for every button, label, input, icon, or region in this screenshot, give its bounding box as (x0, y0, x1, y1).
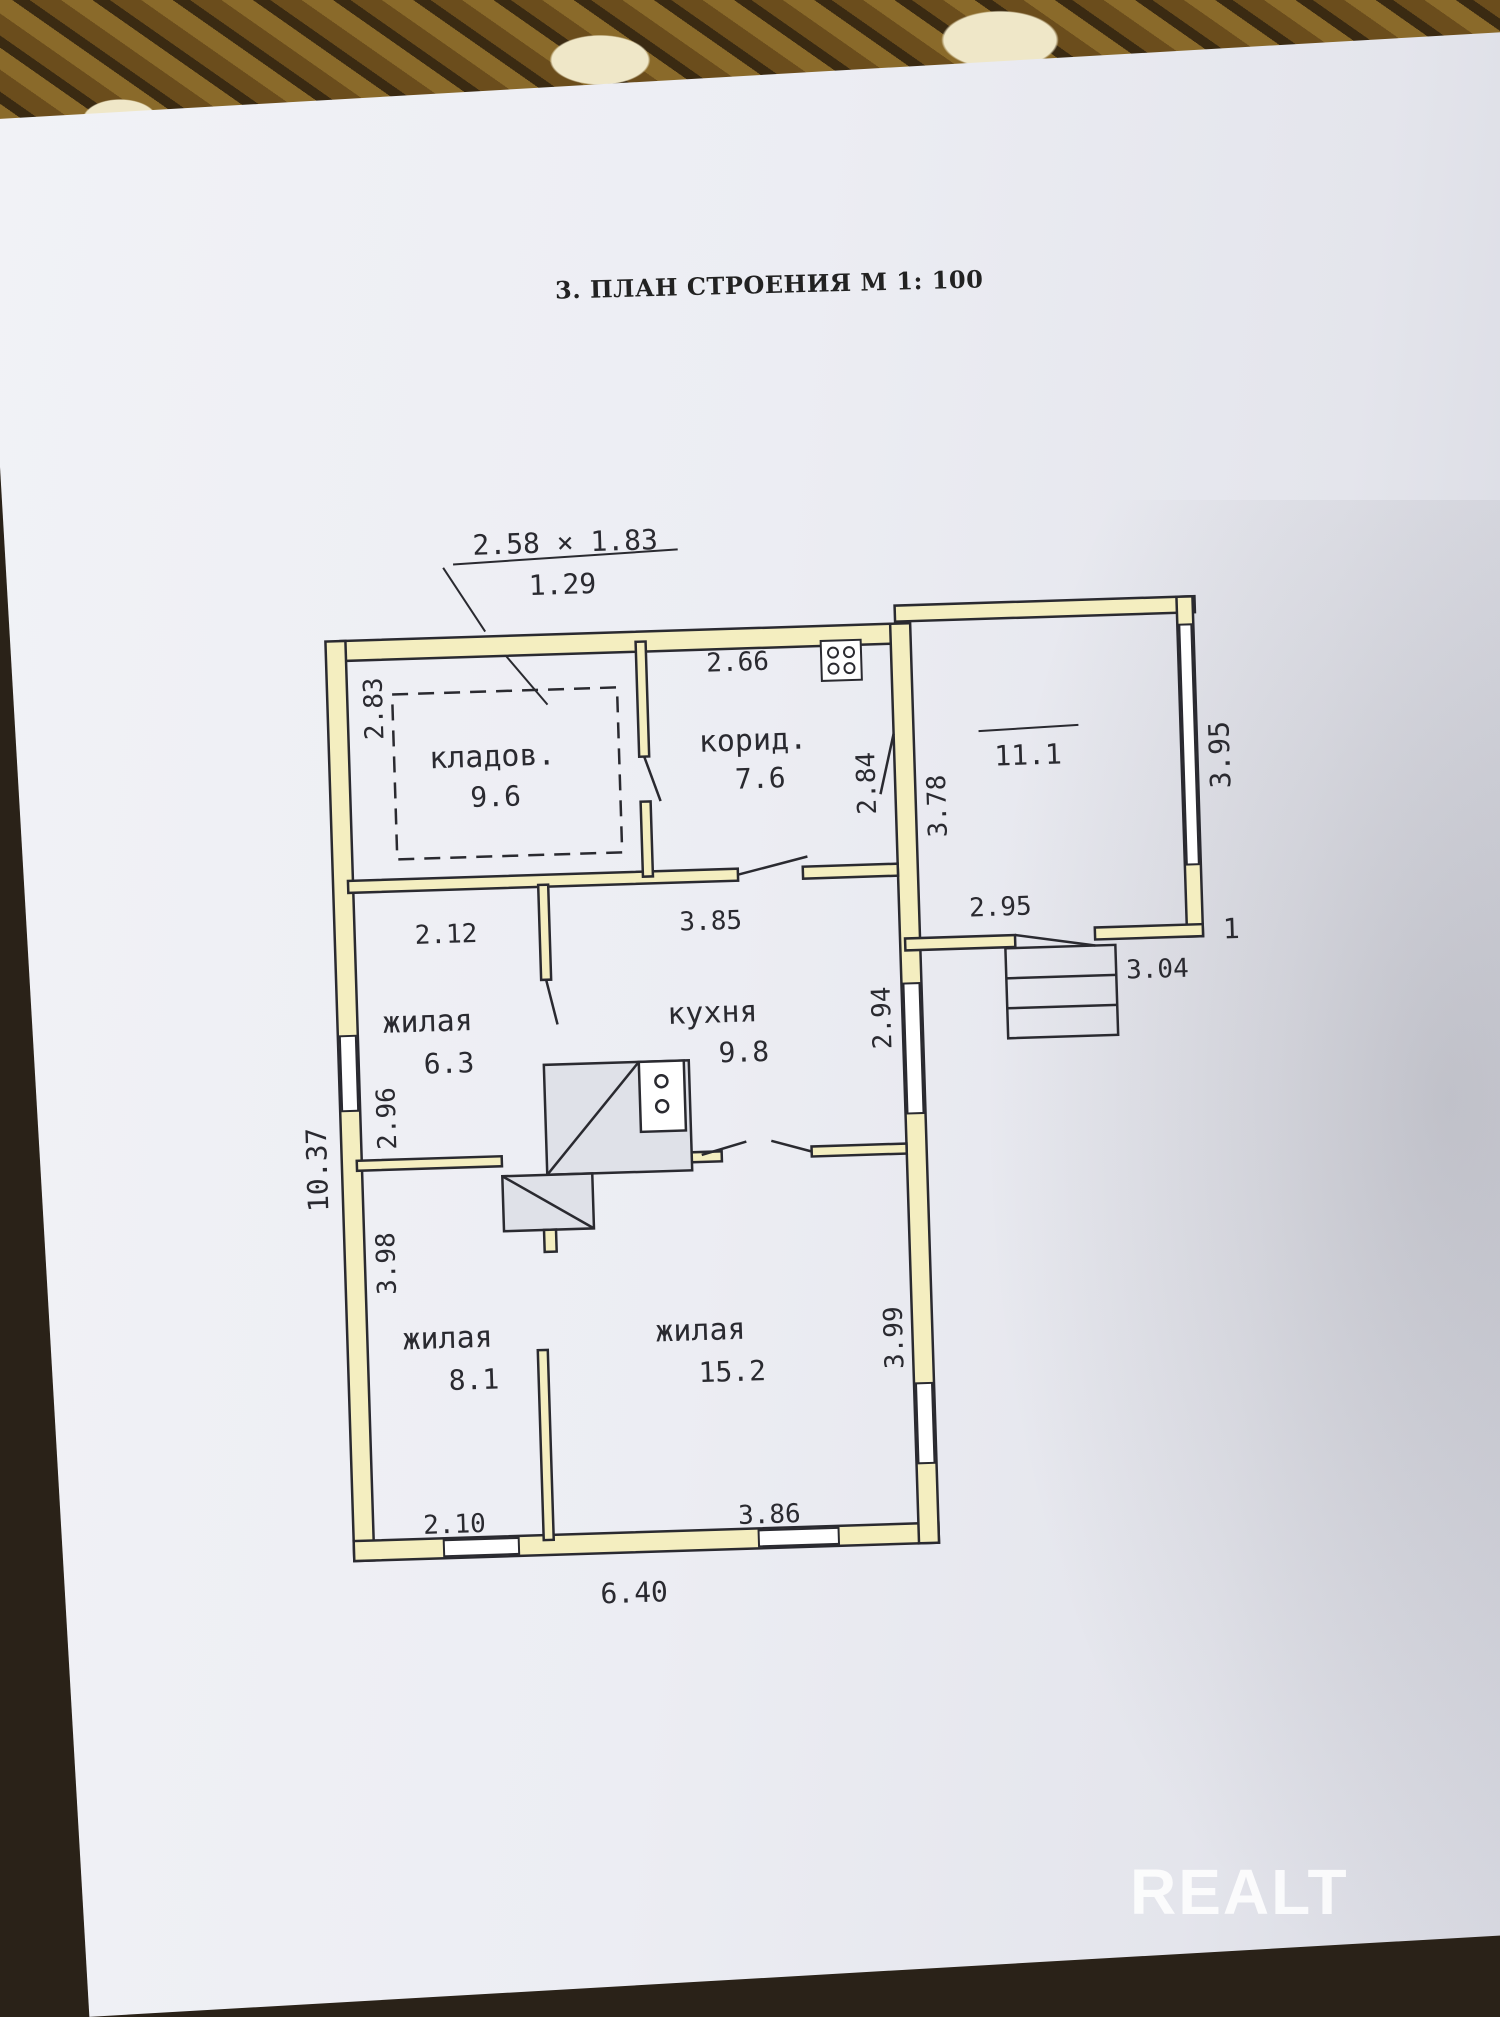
stove-diagonal (546, 1061, 640, 1176)
dim-1037: 10.37 (300, 1127, 336, 1212)
stove-icon (819, 638, 863, 682)
wall-living-kitchen (536, 883, 553, 982)
window-right-bottom (914, 1381, 936, 1465)
window-right-kitchen (902, 982, 925, 1115)
burner-icon (654, 1098, 670, 1114)
stove-cooktop-icon (637, 1059, 688, 1134)
door-kitchen-b (770, 1139, 812, 1153)
room-storage-name: кладов. (429, 737, 556, 776)
room-corridor-area: 7.6 (734, 761, 786, 796)
door-entrance (1014, 933, 1096, 947)
window-bottom-left (442, 1536, 521, 1558)
realt-logo: REALT (1130, 1856, 1349, 1928)
wall-storage-corridor-b (639, 800, 655, 878)
room-kitchen-name: кухня (667, 994, 758, 1032)
dim-640: 6.40 (600, 1575, 668, 1610)
door-storage (643, 756, 662, 802)
dim-212: 2.12 (414, 919, 478, 951)
room-living-small-name: жилая (382, 1003, 473, 1041)
room-living-right-area: 15.2 (698, 1354, 766, 1389)
door-living-small (544, 979, 559, 1025)
door-corridor-annex (879, 733, 895, 795)
annex-wall-top (893, 594, 1197, 623)
wall-bottom-partition (536, 1348, 556, 1542)
dim-296: 2.96 (371, 1087, 403, 1151)
room-kitchen-area: 9.8 (718, 1035, 770, 1070)
entrance-mark: 1 (1222, 912, 1240, 946)
wall-mid-right (810, 1142, 909, 1158)
dim-284: 2.84 (851, 752, 883, 816)
dim-398: 3.98 (371, 1232, 403, 1296)
wall-top (339, 622, 898, 663)
dim-304: 3.04 (1126, 954, 1190, 986)
dim-386: 3.86 (738, 1499, 802, 1531)
dim-266: 2.66 (706, 647, 770, 679)
annex-wall-bottom-b (1093, 922, 1205, 941)
window-bottom-right (757, 1526, 841, 1548)
room-annex-area: 11.1 (994, 737, 1062, 772)
header-fraction-line (452, 548, 678, 566)
dim-385: 3.85 (679, 906, 743, 938)
header-note-top: 2.58 × 1.83 (472, 523, 658, 562)
burner-icon (654, 1073, 669, 1089)
storage-dashed-outline (390, 686, 624, 861)
heater-diagonal (501, 1175, 595, 1230)
dim-395: 3.95 (1202, 721, 1237, 789)
room-living-small-area: 6.3 (423, 1046, 475, 1081)
annex-wall-bottom-a (903, 933, 1017, 952)
wall-mid-left (355, 1154, 504, 1173)
wall-storage-corridor-a (634, 640, 651, 759)
dim-210: 2.10 (423, 1509, 487, 1541)
room-storage-area: 9.6 (470, 779, 522, 814)
door-kitchen-a (701, 1140, 747, 1157)
room-living-left-name: жилая (402, 1320, 493, 1358)
header-note-bottom: 1.29 (528, 567, 596, 602)
dim-399: 3.99 (879, 1306, 911, 1370)
room-living-left-area: 8.1 (448, 1362, 500, 1397)
room-living-right-name: жилая (655, 1312, 746, 1350)
annex-area-line (978, 723, 1079, 733)
dim-295: 2.95 (969, 891, 1033, 923)
room-corridor-name: корид. (698, 721, 807, 759)
window-annex (1178, 623, 1200, 866)
shadow (980, 500, 1500, 2000)
dim-283: 2.83 (359, 677, 391, 741)
door-corridor-kitchen (737, 855, 808, 876)
storage-leader-line (505, 655, 549, 706)
header-leader-line (442, 567, 487, 633)
chimney-stub (542, 1228, 558, 1254)
wall-mid-top-right (801, 862, 900, 880)
entrance-steps (1004, 943, 1120, 1040)
window-left (338, 1034, 360, 1113)
dim-294: 2.94 (867, 986, 899, 1050)
dim-378: 3.78 (922, 774, 954, 838)
